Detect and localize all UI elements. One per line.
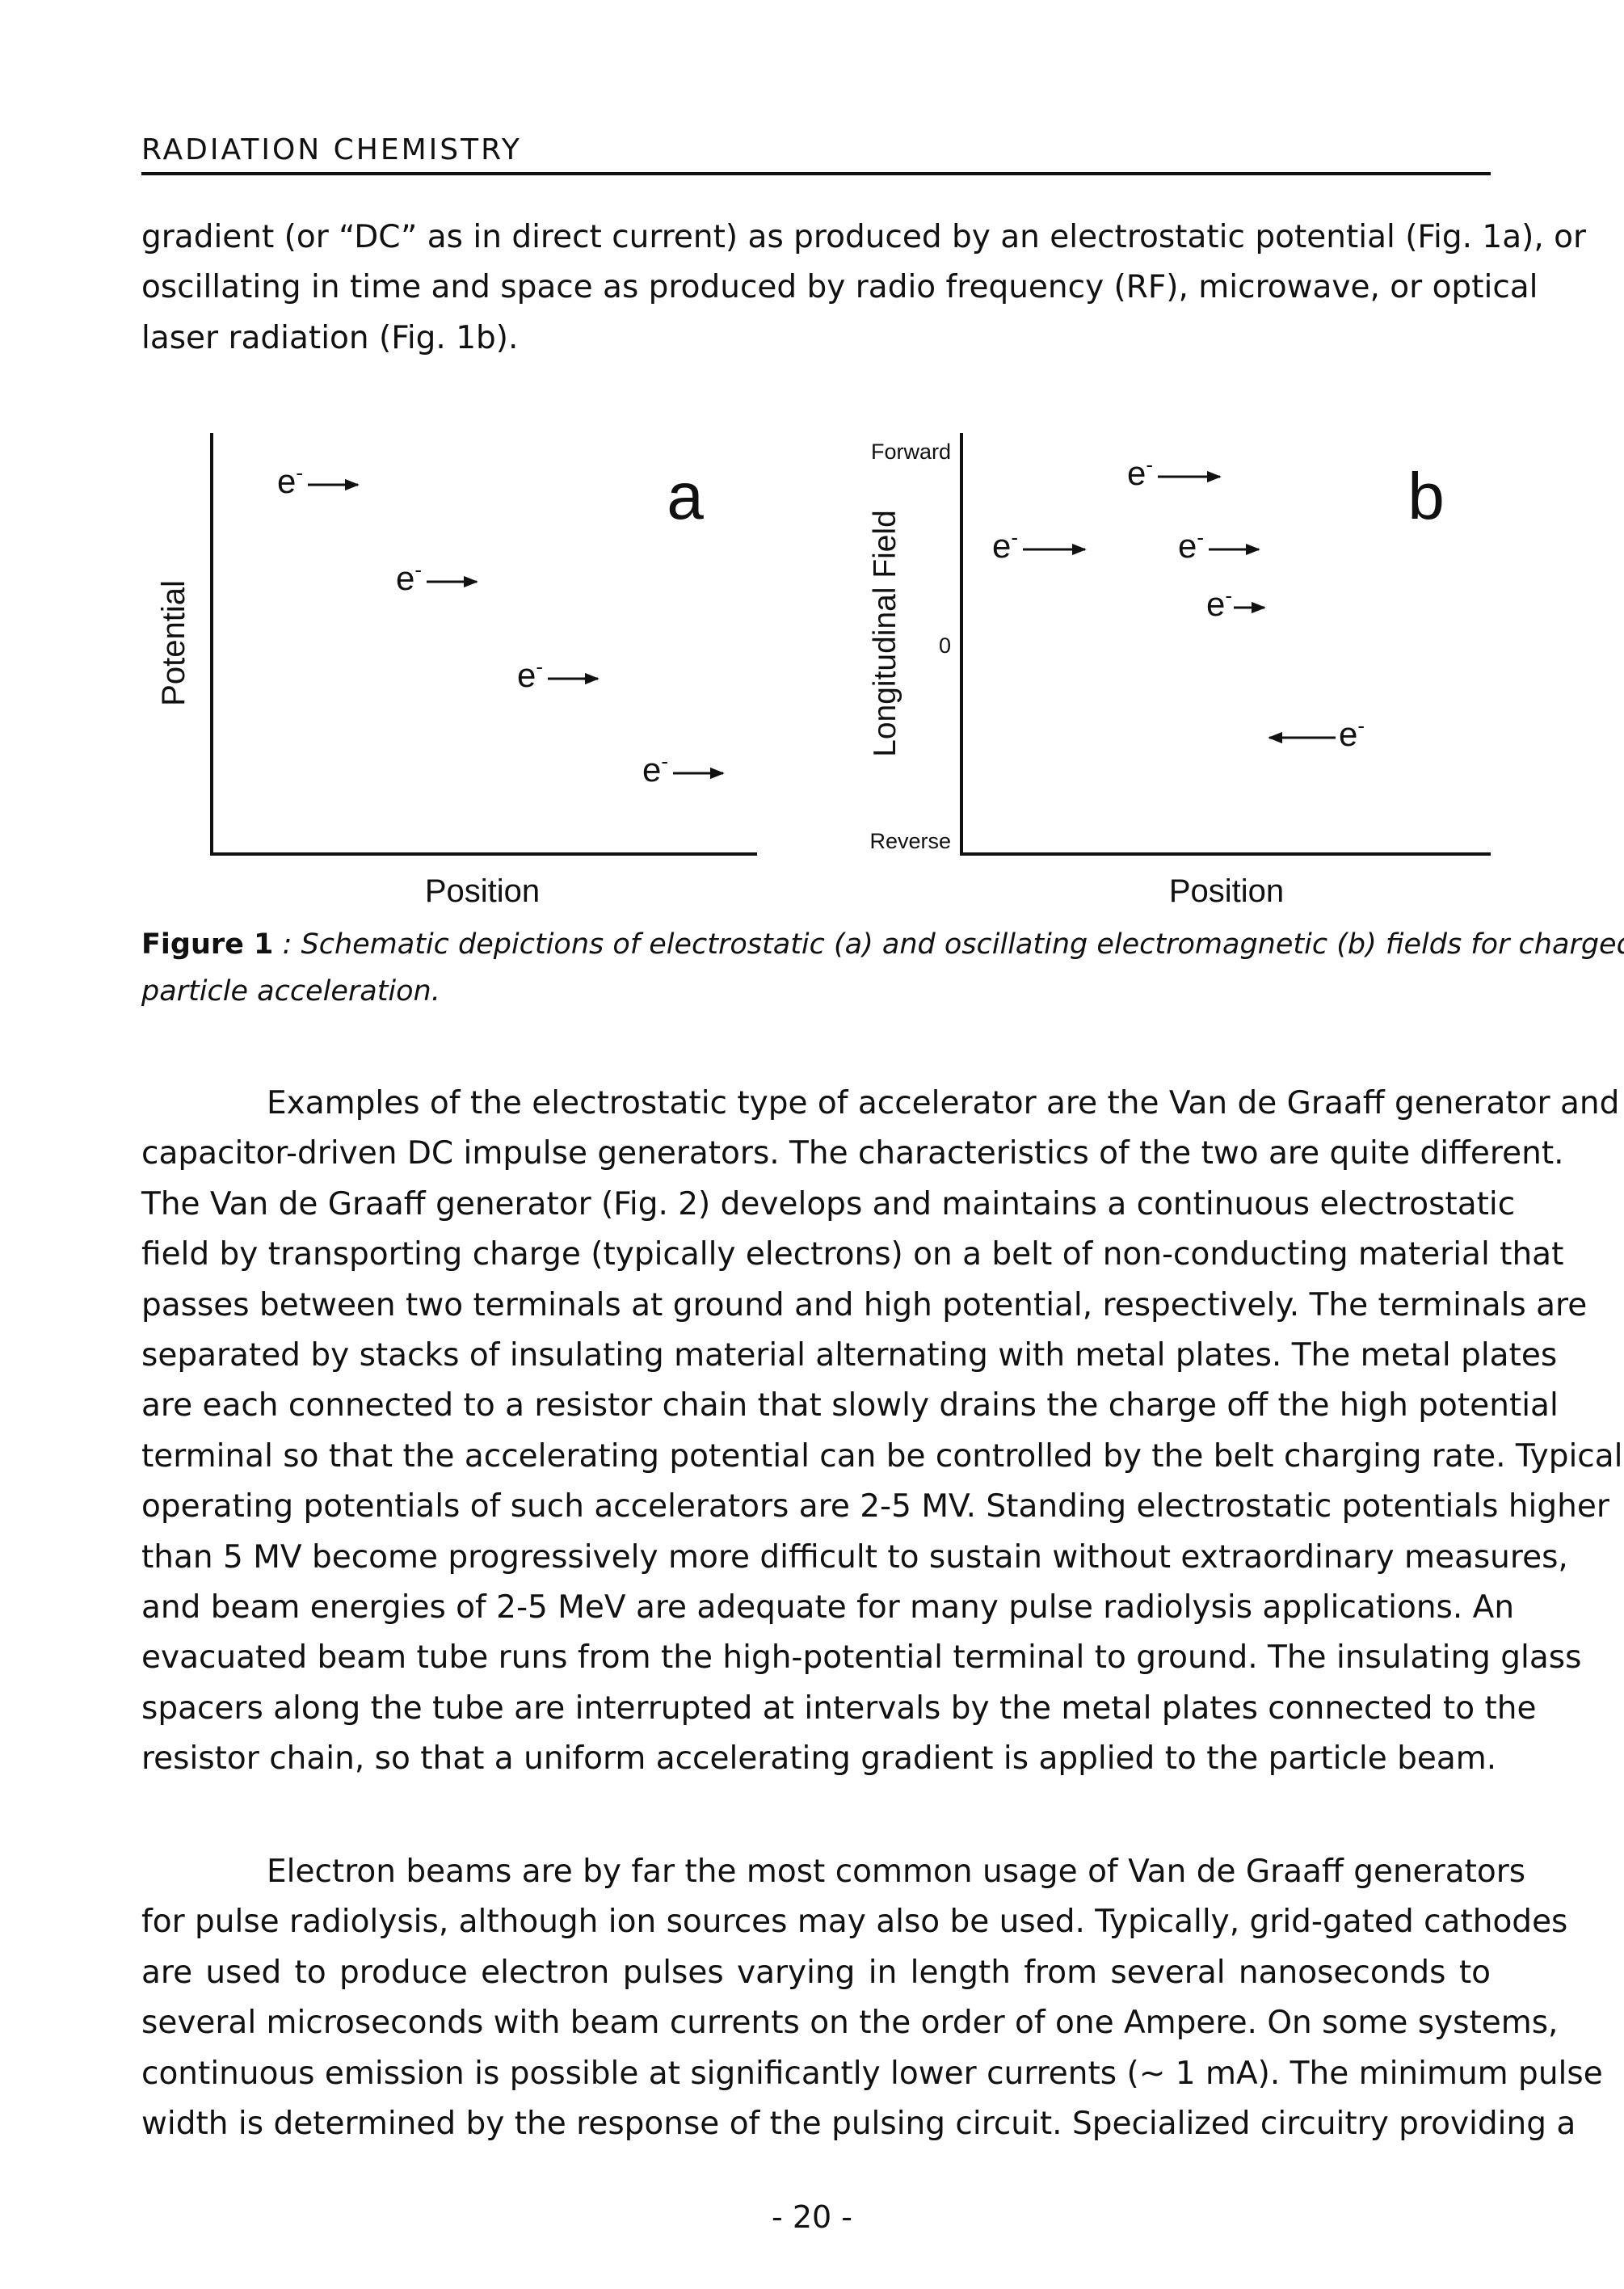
electron-charge: - — [661, 749, 668, 773]
electron-symbol: e — [642, 751, 661, 789]
body-line: are used to produce electron pulses vary… — [141, 1954, 1491, 1991]
panel-a-letter: a — [667, 460, 704, 533]
panel-a-y-label: Potential — [156, 580, 191, 706]
panel-b: Longitudinal Field Forward 0 Reverse Pos… — [868, 433, 1491, 909]
svg-text:e-: e- — [396, 558, 422, 597]
electron-a2: e- — [396, 558, 478, 597]
body-line: width is determined by the response of t… — [141, 2106, 1576, 2143]
electron-symbol: e — [992, 527, 1011, 565]
electron-symbol: e — [277, 462, 296, 500]
body-line: for pulse radiolysis, although ion sourc… — [141, 1904, 1568, 1941]
electron-charge: - — [1357, 713, 1365, 738]
panel-b-letter: b — [1407, 460, 1445, 533]
electron-symbol: e — [1127, 454, 1146, 492]
electron-a4: e- — [642, 749, 725, 789]
electron-charge: - — [1197, 525, 1204, 549]
body-line: capacitor-driven DC impulse generators. … — [141, 1135, 1564, 1172]
body-line: resistor chain, so that a uniform accele… — [141, 1740, 1497, 1778]
body-line: than 5 MV become progressively more diff… — [141, 1538, 1568, 1576]
body-line: separated by stacks of insulating materi… — [141, 1337, 1558, 1374]
panel-a-x-label: Position — [425, 873, 540, 909]
body-line: evacuated beam tube runs from the high-p… — [141, 1639, 1582, 1677]
body-line: are each connected to a resistor chain t… — [141, 1387, 1559, 1424]
body-paragraph-1: Examples of the electrostatic type of ac… — [141, 1079, 1623, 1785]
electron-charge: - — [1225, 583, 1232, 608]
header-rule — [141, 172, 1491, 175]
electron-b4: e- — [1206, 583, 1266, 623]
figure-1: Potential Position a Longitudinal Field … — [156, 433, 1491, 909]
intro-line: oscillating in time and space as produce… — [141, 269, 1538, 306]
panel-b-tick-forward: Forward — [871, 440, 951, 464]
body-line: operating potentials of such accelerator… — [141, 1488, 1609, 1525]
svg-text:e-: e- — [1178, 525, 1204, 565]
electron-charge: - — [1146, 452, 1153, 477]
caption-separator: : — [282, 928, 292, 961]
electron-charge: - — [536, 654, 543, 679]
intro-paragraph: gradient (or “DC” as in direct current) … — [141, 212, 1587, 364]
body-line: Examples of the electrostatic type of ac… — [267, 1085, 1620, 1121]
electron-a1: e- — [277, 461, 360, 500]
intro-line: laser radiation (Fig. 1b). — [141, 319, 519, 356]
body-line: The Van de Graaff generator (Fig. 2) dev… — [141, 1185, 1516, 1222]
caption-text-1: Schematic depictions of electrostatic (a… — [301, 928, 1624, 961]
electron-symbol: e — [517, 656, 536, 694]
svg-text:e-: e- — [1339, 713, 1365, 753]
running-head: RADIATION CHEMISTRY — [141, 133, 522, 166]
page-number: - 20 - — [772, 2199, 852, 2235]
panel-b-tick-reverse: Reverse — [869, 829, 951, 853]
electron-b2: e- — [992, 525, 1087, 565]
electron-charge: - — [414, 558, 422, 582]
figure-caption: Figure 1 : Schematic depictions of elect… — [141, 921, 1624, 1015]
body-line: Electron beams are by far the most commo… — [267, 1854, 1526, 1890]
caption-line-2: particle acceleration. — [141, 975, 440, 1008]
panel-b-tick-zero: 0 — [939, 633, 951, 658]
body-paragraph-2: Electron beams are by far the most commo… — [141, 1847, 1603, 2149]
svg-text:e-: e- — [642, 749, 668, 789]
body-line: and beam energies of 2-5 MeV are adequat… — [141, 1589, 1515, 1626]
svg-text:e-: e- — [1127, 452, 1153, 492]
electron-b5-reverse: e- — [1268, 713, 1365, 753]
body-line: terminal so that the accelerating potent… — [141, 1437, 1623, 1475]
electron-charge: - — [1011, 525, 1018, 549]
electron-b3: e- — [1178, 525, 1260, 565]
svg-text:e-: e- — [277, 461, 303, 500]
svg-text:e-: e- — [992, 525, 1018, 565]
body-line: passes between two terminals at ground a… — [141, 1286, 1588, 1323]
electron-symbol: e — [1206, 585, 1225, 623]
electron-symbol: e — [1339, 715, 1357, 753]
caption-line-1: Figure 1 : Schematic depictions of elect… — [141, 921, 1624, 968]
svg-text:e-: e- — [517, 654, 543, 694]
panel-b-y-label: Longitudinal Field — [868, 510, 902, 757]
svg-text:e-: e- — [1206, 583, 1232, 623]
body-line: spacers along the tube are interrupted a… — [141, 1689, 1537, 1727]
electron-symbol: e — [396, 559, 414, 597]
electron-symbol: e — [1178, 527, 1197, 565]
intro-line: gradient (or “DC” as in direct current) … — [141, 219, 1587, 255]
body-line: continuous emission is possible at signi… — [141, 2055, 1603, 2092]
caption-label: Figure 1 — [141, 928, 274, 961]
panel-a: Potential Position a — [156, 433, 757, 909]
body-line: field by transporting charge (typically … — [141, 1236, 1564, 1273]
electron-charge: - — [296, 461, 303, 485]
electron-a3: e- — [517, 654, 600, 694]
body-line: several microseconds with beam currents … — [141, 2005, 1559, 2042]
panel-b-x-label: Position — [1169, 873, 1284, 909]
electron-b1: e- — [1127, 452, 1222, 492]
